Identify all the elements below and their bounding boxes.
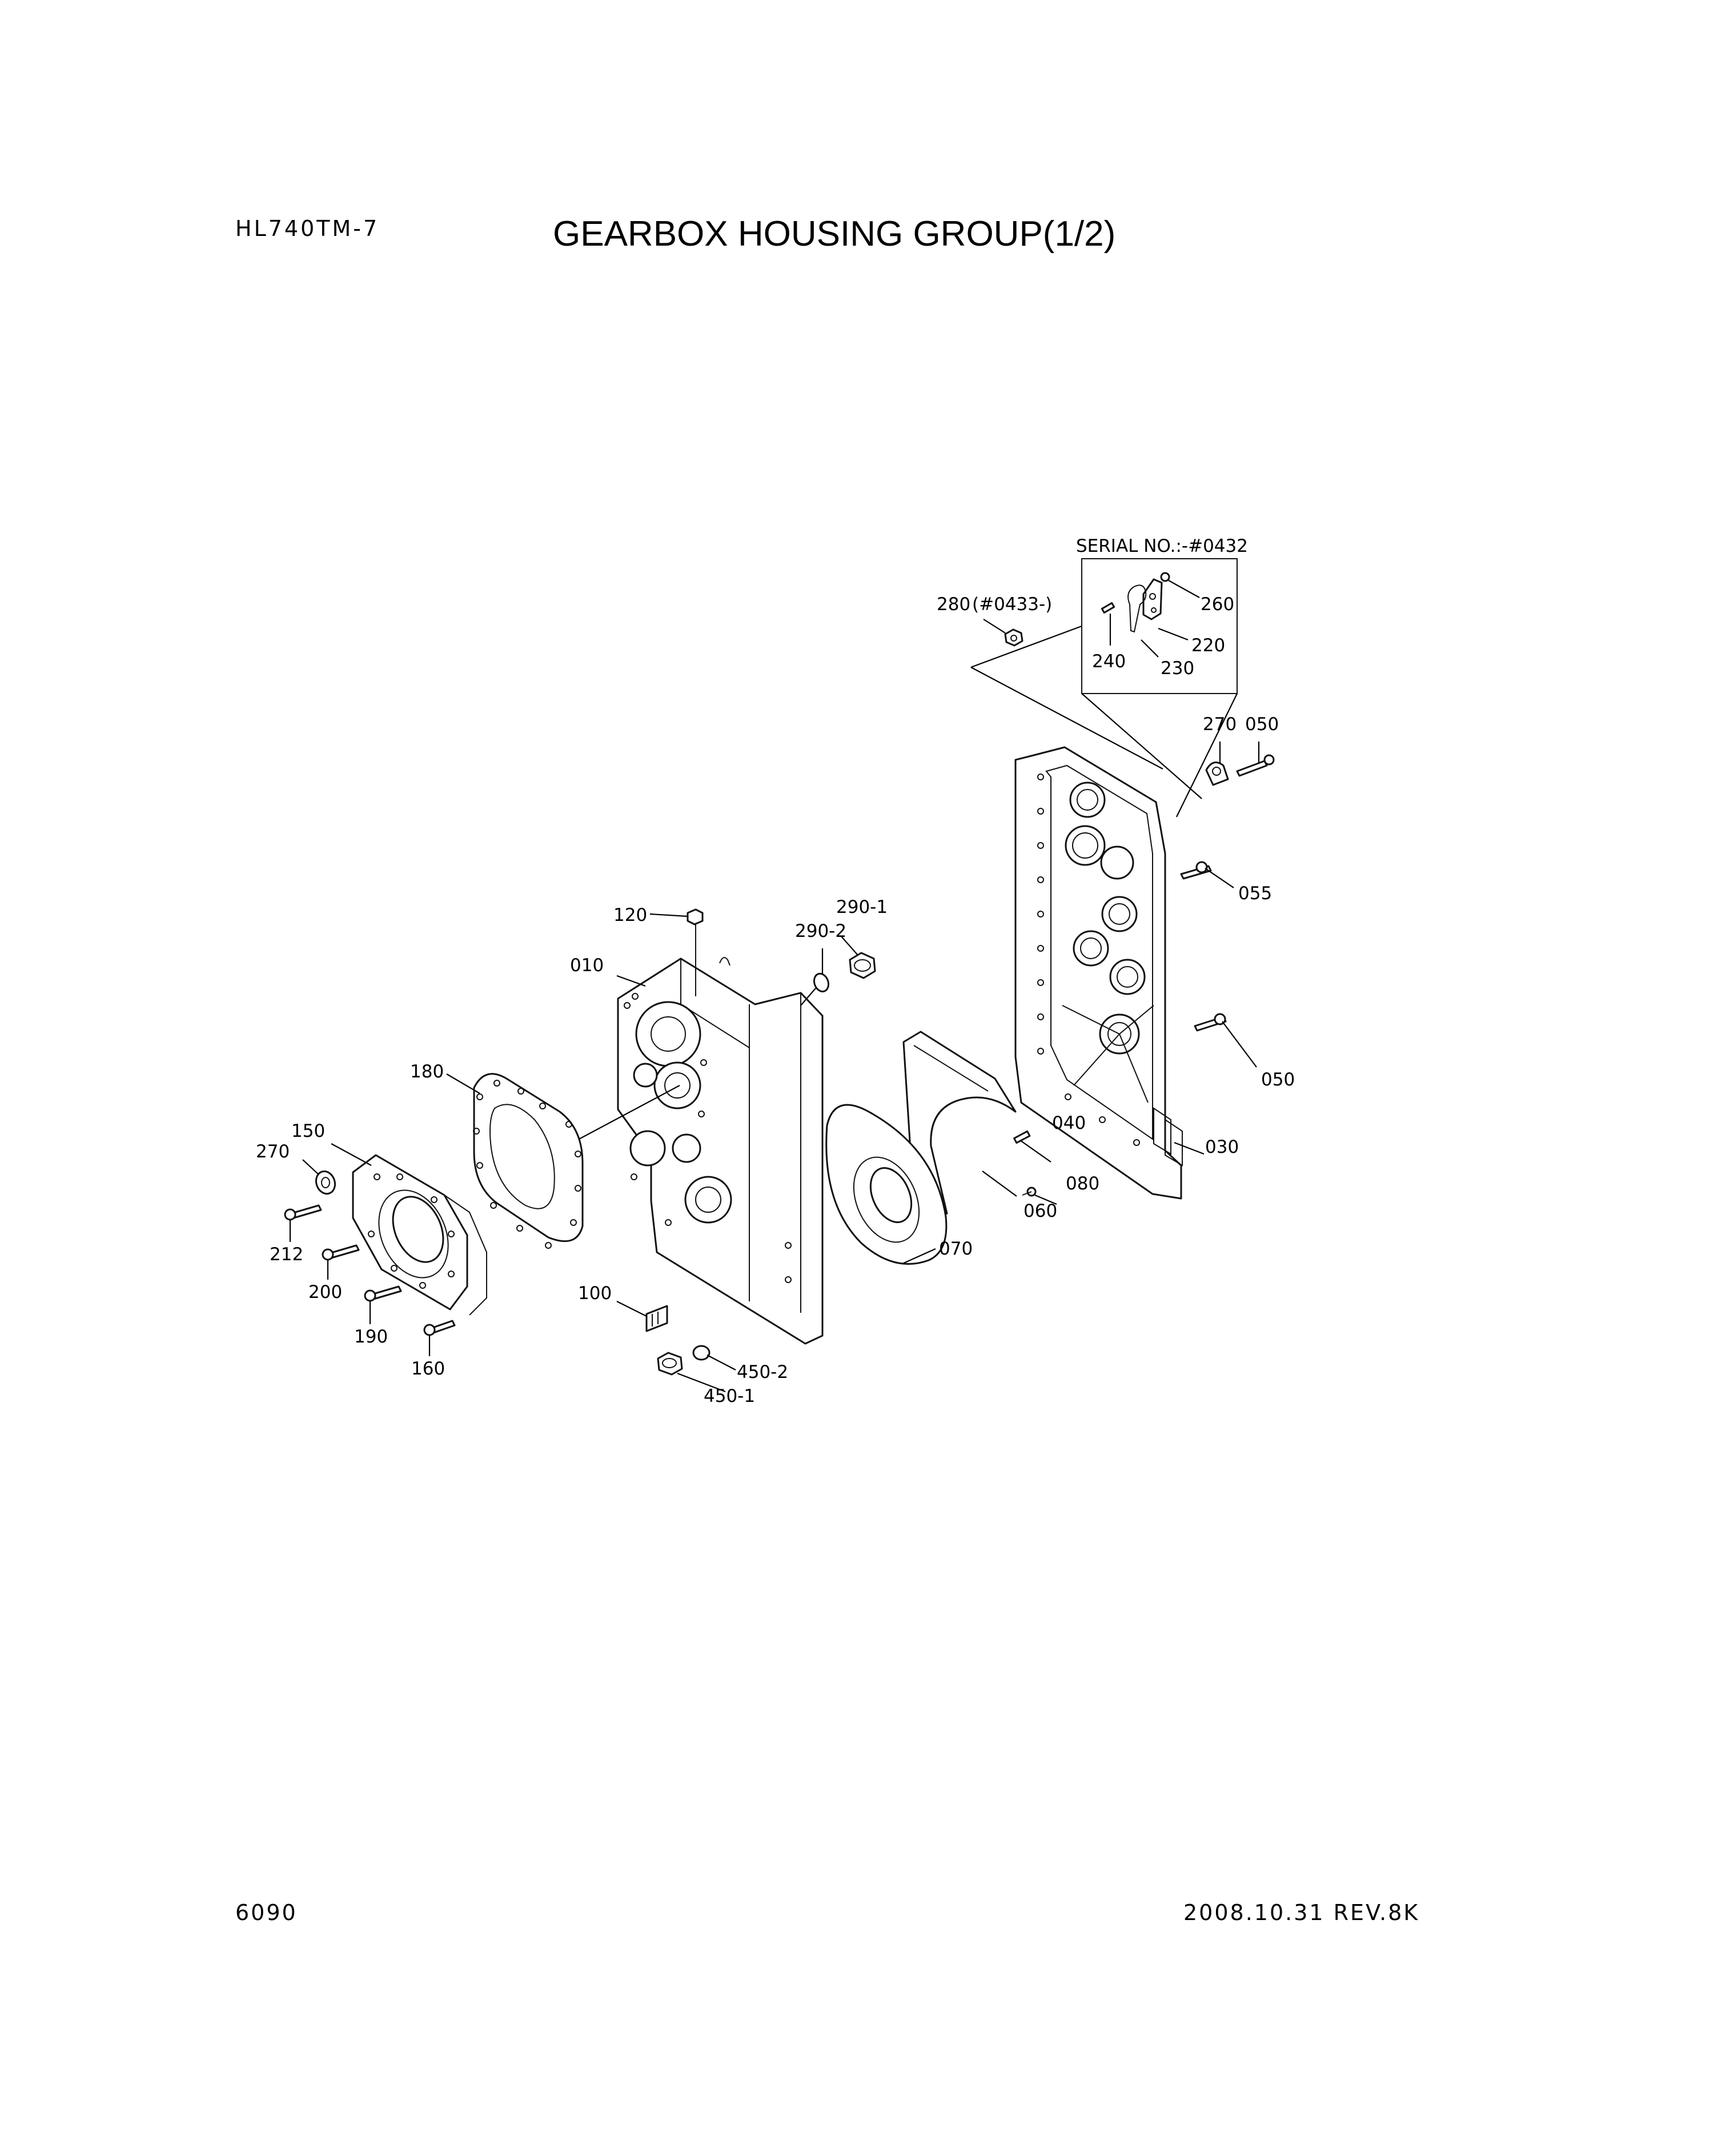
- gasket-bolt-holes: [473, 1080, 581, 1249]
- flange-150: [352, 1154, 487, 1316]
- inset-part-260: [1160, 572, 1170, 582]
- callout-450-1: 450-1: [704, 1386, 755, 1406]
- part-280: [983, 619, 1023, 647]
- gasket-180: [473, 1073, 584, 1249]
- callout-055: 055: [1238, 883, 1272, 904]
- part-290-1: [849, 952, 876, 979]
- inset-caption: SERIAL NO.:-#0432: [1076, 536, 1248, 556]
- part-120: [687, 908, 704, 996]
- part-070: [825, 1104, 948, 1265]
- callout-080: 080: [1066, 1173, 1099, 1194]
- inset-part-230: [1127, 584, 1147, 633]
- callout-070: 070: [939, 1239, 973, 1259]
- callout-270-left: 270: [256, 1141, 290, 1162]
- callout-200: 200: [308, 1282, 342, 1303]
- part-080: [1022, 1187, 1037, 1197]
- part-160: [423, 1320, 456, 1336]
- part-200: [322, 1244, 360, 1261]
- callout-280: 280: [937, 594, 970, 615]
- part-270-right: [1205, 762, 1229, 786]
- callout-050-top: 050: [1245, 714, 1279, 735]
- part-450-1: [657, 1352, 683, 1376]
- main-housing-010: [617, 957, 824, 1345]
- part-050-lower: [1194, 1013, 1227, 1032]
- inset-part-220: [1142, 578, 1163, 620]
- serial-inset: SERIAL NO.:-#0432: [970, 536, 1248, 817]
- callout-220: 220: [1191, 635, 1225, 656]
- part-270-left: [315, 1170, 336, 1195]
- callout-050-lower: 050: [1261, 1069, 1295, 1090]
- callout-120: 120: [613, 905, 647, 925]
- part-055: [1180, 861, 1212, 880]
- callout-060: 060: [1023, 1201, 1057, 1221]
- callout-260: 260: [1201, 594, 1234, 615]
- part-100: [645, 1305, 668, 1332]
- callout-280-note: (#0433-): [972, 594, 1052, 615]
- callout-100: 100: [578, 1283, 612, 1304]
- callout-040: 040: [1052, 1113, 1086, 1133]
- flange-bolt-holes: [368, 1173, 455, 1289]
- housing-bolt-holes: [624, 993, 792, 1283]
- callout-240: 240: [1092, 651, 1126, 672]
- inset-part-240: [1101, 602, 1115, 614]
- callout-160: 160: [411, 1358, 445, 1379]
- callout-180: 180: [410, 1061, 444, 1082]
- callout-212: 212: [270, 1244, 303, 1265]
- page-title: GEARBOX HOUSING GROUP(1/2): [553, 214, 1116, 254]
- page-number: 6090: [235, 1900, 298, 1925]
- callout-290-1: 290-1: [836, 897, 888, 917]
- part-190: [364, 1285, 402, 1302]
- part-050-top: [1236, 754, 1275, 777]
- callout-230: 230: [1161, 658, 1194, 679]
- rear-cover-030: [1014, 746, 1183, 1200]
- part-212: [284, 1204, 322, 1221]
- callout-270-right: 270: [1203, 714, 1237, 735]
- callout-030: 030: [1205, 1137, 1239, 1157]
- callout-150: 150: [291, 1121, 325, 1141]
- callout-010: 010: [570, 955, 604, 976]
- cover-bolt-holes: [1037, 774, 1140, 1146]
- callout-450-2: 450-2: [737, 1362, 788, 1382]
- inset-frame: [1081, 558, 1238, 694]
- part-040: [1013, 1130, 1031, 1144]
- revision-date: 2008.10.31 REV.8K: [1183, 1900, 1420, 1925]
- part-450-2: [692, 1345, 711, 1361]
- model-number: HL740TM-7: [235, 216, 380, 241]
- callout-190: 190: [354, 1327, 388, 1347]
- part-290-2: [813, 972, 830, 993]
- callout-290-2: 290-2: [795, 921, 846, 941]
